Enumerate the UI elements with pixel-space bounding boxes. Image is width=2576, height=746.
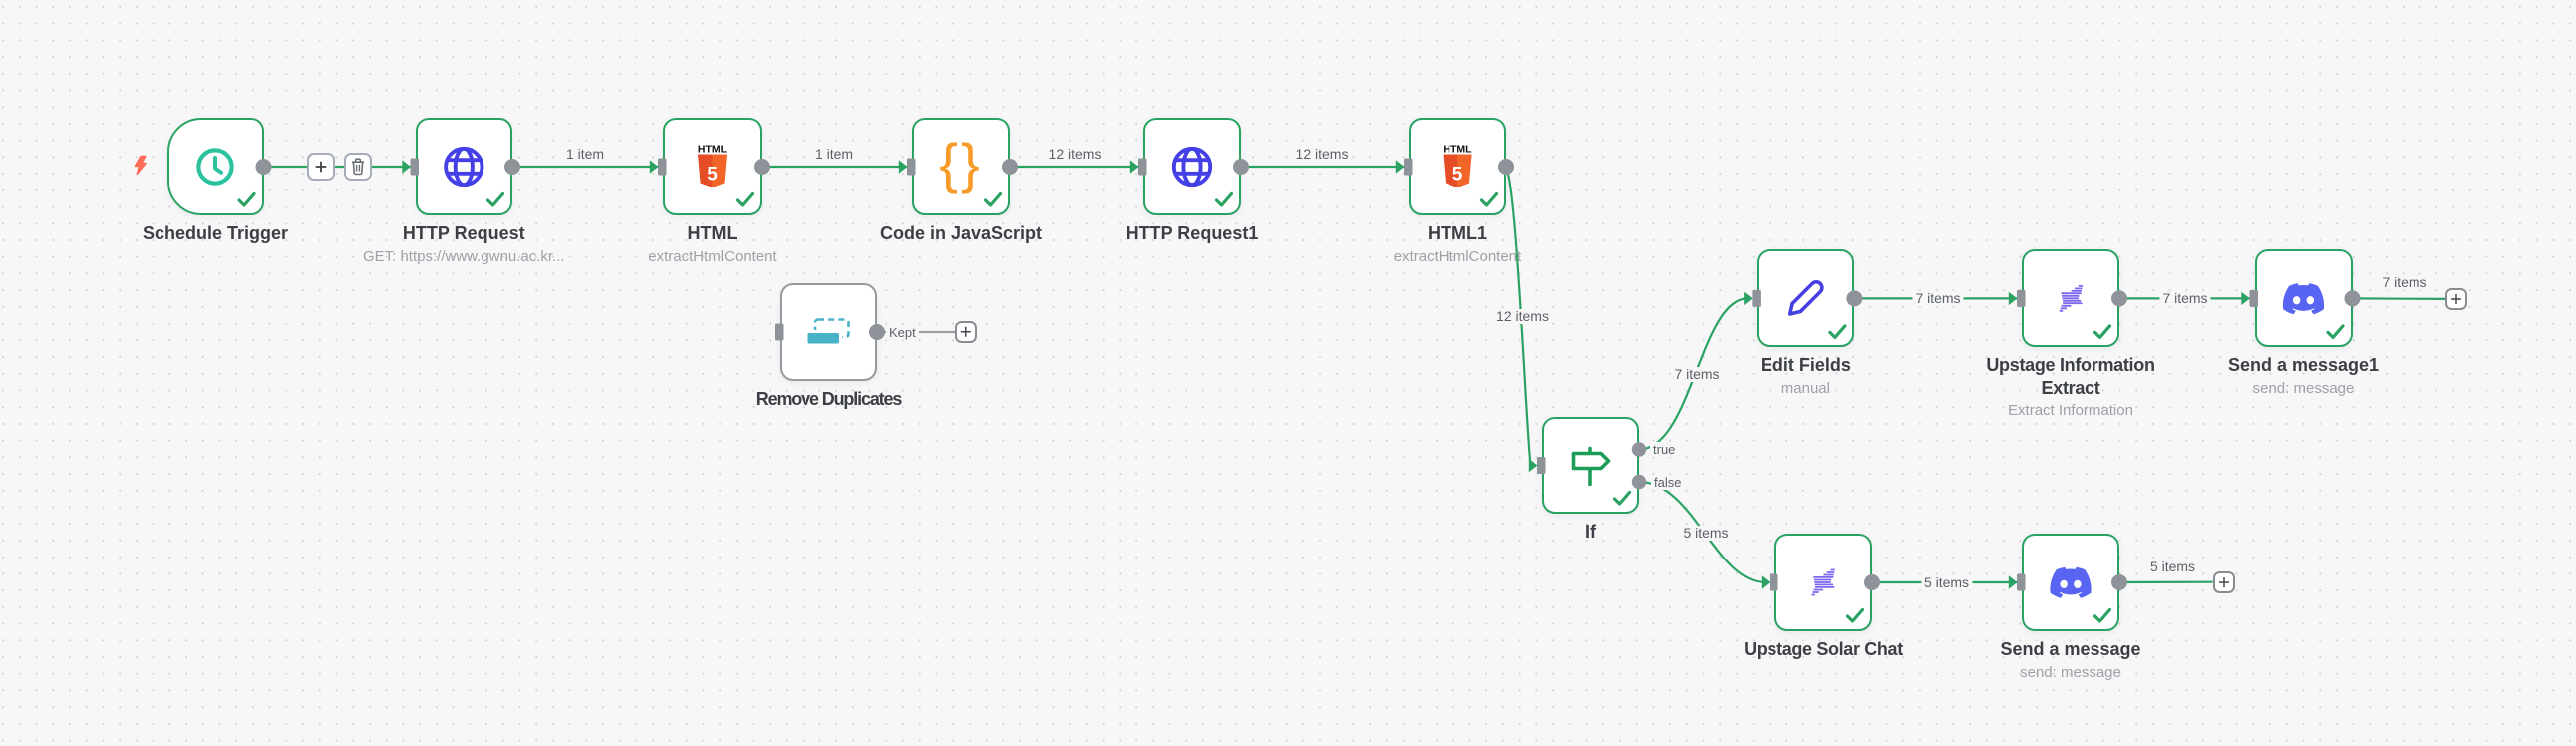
svg-text:HTML: HTML [1443,144,1472,156]
svg-text:HTML: HTML [698,144,728,156]
svg-text:{}: {} [939,132,982,194]
svg-text:5: 5 [1452,165,1463,186]
svg-text:5: 5 [707,165,718,186]
